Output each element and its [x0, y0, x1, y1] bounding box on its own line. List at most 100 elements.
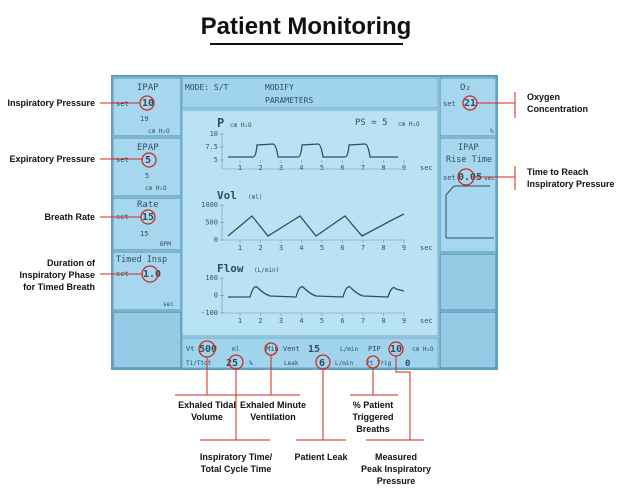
label-breath-rate: Breath Rate [44, 212, 95, 222]
min-vent-unit: L/min [340, 346, 358, 353]
pressure-x-tick-label: 5 [320, 164, 324, 172]
header-bar [181, 77, 439, 109]
pip-unit: cm H₂O [412, 346, 434, 353]
volume-unit: (ml) [248, 194, 262, 201]
vt-label: Vt [186, 345, 194, 353]
label-insp-pressure: Inspiratory Pressure [7, 98, 95, 108]
pressure-x-tick-label: 2 [258, 164, 262, 172]
rate-actual-value: 15 [140, 230, 148, 238]
pressure-x-tick-label: 7 [361, 164, 365, 172]
graph-area [181, 109, 439, 337]
page-title: Patient Monitoring [201, 13, 412, 40]
label-pip-1: Measured [375, 452, 417, 462]
rate-unit: BPM [160, 241, 171, 248]
pressure-x-tick-label: 3 [279, 164, 283, 172]
epap-actual-value: 5 [145, 172, 149, 180]
rate-set-value: 15 [142, 212, 154, 223]
vt-value: 500 [199, 344, 217, 355]
volume-x-tick-label: 2 [258, 244, 262, 252]
flow-waveform [228, 286, 405, 298]
rise-label-1: IPAP [458, 143, 478, 153]
rate-label: Rate [137, 200, 159, 210]
ti-label: Ti/Ttot [186, 360, 212, 367]
bottom-bar [181, 337, 439, 369]
pressure-y-tick-label: 7.5 [205, 143, 218, 151]
ti-unit: % [249, 360, 253, 367]
ipap-set-label: set [116, 100, 129, 108]
flow-x-tick-label: 2 [258, 317, 262, 325]
label-pip-3: Pressure [377, 476, 416, 486]
label-pct-3: Breaths [356, 424, 390, 434]
label-exp-pressure: Expiratory Pressure [9, 154, 95, 164]
right-empty-pane-2 [439, 311, 497, 369]
ps-unit: cm H₂O [398, 121, 420, 128]
parameters-label[interactable]: PARAMETERS [265, 96, 313, 105]
pressure-title: P [217, 116, 224, 130]
flow-title: Flow [217, 262, 244, 275]
ipap-pane[interactable] [112, 77, 182, 137]
epap-set-value: 5 [145, 155, 151, 166]
min-vent-value: 15 [308, 344, 320, 355]
pressure-unit: cm H₂O [230, 122, 252, 129]
pressure-x-tick-label: 8 [381, 164, 385, 172]
pressure-x-tick-label: 1 [238, 164, 242, 172]
label-oxygen-1: Oxygen [527, 92, 560, 102]
epap-label: EPAP [137, 143, 159, 153]
ipap-set-value: 10 [142, 98, 154, 109]
o2-set-value: 21 [464, 98, 476, 109]
flow-x-tick-label: 3 [279, 317, 283, 325]
rise-time-pane[interactable] [439, 137, 497, 253]
ipap-unit: cm H₂O [148, 128, 170, 135]
volume-x-tick-label: 4 [299, 244, 303, 252]
volume-y-tick-label: 500 [205, 219, 218, 227]
pip-value: 10 [390, 344, 402, 355]
leak-value: 6 [319, 358, 325, 369]
volume-x-unit: sec [420, 244, 433, 252]
volume-x-tick-label: 1 [238, 244, 242, 252]
flow-unit: (L/min) [254, 267, 279, 274]
label-oxygen-2: Concentration [527, 104, 588, 114]
label-duration-3: for Timed Breath [23, 282, 95, 292]
label-minvent-2: Ventilation [250, 412, 296, 422]
label-ti-1: Inspiratory Time/ [200, 452, 273, 462]
leak-label: Leak [284, 360, 299, 367]
epap-unit: cm H₂O [145, 185, 167, 192]
leak-unit: L/min [335, 360, 353, 367]
pressure-x-tick-label: 6 [340, 164, 344, 172]
rise-set-value: 0.05 [458, 172, 482, 183]
o2-label: O₂ [460, 83, 471, 93]
ipap-label: IPAP [137, 83, 159, 93]
pressure-x-tick-label: 4 [299, 164, 303, 172]
flow-x-tick-label: 1 [238, 317, 242, 325]
volume-x-tick-label: 6 [340, 244, 344, 252]
rise-time-sketch [445, 185, 490, 238]
label-minvent-1: Exhaled Minute [240, 400, 306, 410]
label-duration-2: Inspiratory Phase [19, 270, 95, 280]
volume-x-tick-label: 9 [402, 244, 406, 252]
min-vent-label: Min Vent [266, 345, 300, 353]
monitor-screen: IPAP set 10 19 cm H₂O EPAP set 5 5 cm H₂… [111, 75, 498, 370]
flow-x-tick-label: 6 [340, 317, 344, 325]
flow-y-tick-label: -100 [201, 309, 218, 317]
volume-x-tick-label: 8 [381, 244, 385, 252]
modify-label[interactable]: MODIFY [265, 83, 294, 92]
o2-set-label: set [443, 100, 456, 108]
label-tidal-1: Exhaled Tidal [178, 400, 236, 410]
mode-label: MODE: S/T [185, 83, 229, 92]
volume-title: Vol [217, 189, 237, 202]
right-empty-pane-1 [439, 253, 497, 311]
timed-insp-unit: sec [163, 301, 174, 308]
o2-pane[interactable] [439, 77, 497, 137]
volume-waveform [227, 213, 405, 237]
timed-insp-set-value: 1.0 [143, 269, 161, 280]
flow-x-tick-label: 4 [299, 317, 303, 325]
epap-set-label: set [116, 156, 129, 164]
pressure-waveform [228, 143, 398, 158]
pt-trig-value: 0 [405, 359, 410, 369]
